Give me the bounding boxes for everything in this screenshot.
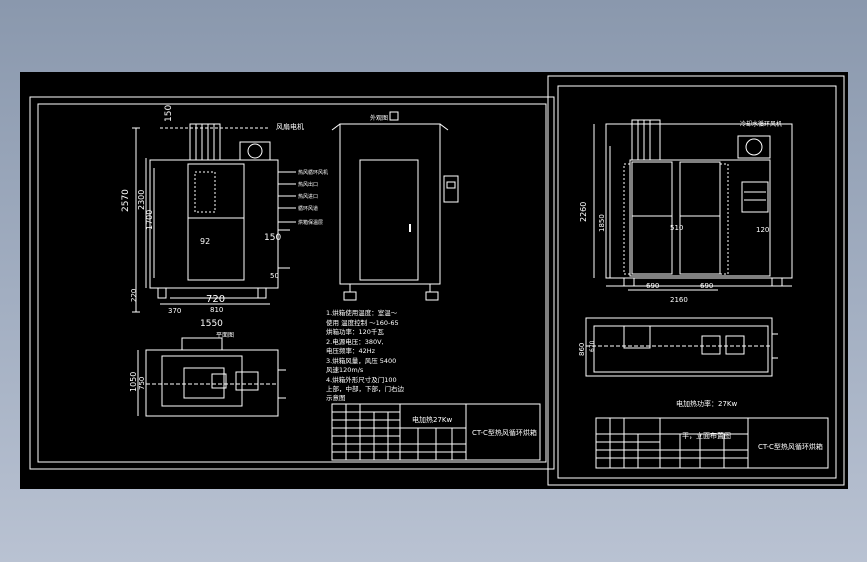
dim-2160: 2160 bbox=[670, 296, 688, 304]
left-front-view bbox=[132, 123, 296, 313]
technical-notes: 1.烘箱使用温度：室温～ 使用 温度控制 ～160-65 烘箱功率：120千瓦 … bbox=[326, 308, 405, 402]
note-line: 烘箱功率：120千瓦 bbox=[326, 327, 384, 336]
right-top-label: 冷却水循环风机 bbox=[740, 120, 782, 128]
fan-motor-label: 风扇电机 bbox=[276, 122, 304, 131]
right-title-subtitle: 平，立面布置图 bbox=[682, 431, 731, 440]
dim-2300: 2300 bbox=[137, 190, 146, 210]
dim-810: 810 bbox=[210, 306, 223, 314]
dim-2260: 2260 bbox=[579, 202, 588, 222]
dim-150-top: 150 bbox=[164, 105, 174, 122]
callout-5: 烘箱保温层 bbox=[298, 219, 323, 226]
left-title-block bbox=[331, 403, 541, 461]
left-side-view bbox=[331, 111, 459, 301]
dim-1550: 1550 bbox=[200, 319, 223, 329]
callout-1: 热风循环风机 bbox=[298, 169, 328, 176]
right-sheet-border bbox=[547, 75, 845, 486]
dim-690-a: 690 bbox=[646, 282, 659, 290]
dim-1700: 1700 bbox=[145, 210, 154, 230]
dim-1050: 1050 bbox=[129, 372, 138, 392]
callout-4: 循环风道 bbox=[298, 205, 318, 212]
note-line: 风速120m/s bbox=[326, 366, 364, 374]
dim-690-b: 690 bbox=[700, 282, 713, 290]
dim-370: 370 bbox=[168, 307, 181, 315]
callout-2: 热风出口 bbox=[298, 181, 318, 188]
right-plan-view bbox=[585, 317, 778, 377]
note-line: 3.烘箱风量，风压 5400 bbox=[326, 356, 396, 365]
dim-50: 50 bbox=[270, 272, 279, 280]
dim-670: 670 bbox=[589, 340, 596, 352]
dim-750: 750 bbox=[138, 377, 146, 390]
side-view-title: 外观图 bbox=[370, 114, 388, 122]
dim-220: 220 bbox=[130, 289, 138, 302]
dim-150-right: 150 bbox=[264, 233, 281, 243]
right-power-note: 电加热功率：27Kw bbox=[676, 399, 737, 408]
note-line: 2.电源电压：380V, bbox=[326, 337, 384, 346]
note-line: 示意图 bbox=[326, 393, 346, 402]
plan-view-title: 平面图 bbox=[216, 332, 234, 339]
cad-drawing: 150 风扇电机 2570 2300 1700 220 92 150 50 72… bbox=[29, 75, 845, 486]
left-sheet-border bbox=[29, 96, 555, 470]
dim-510: 510 bbox=[670, 224, 683, 232]
cad-drawing-area: 150 风扇电机 2570 2300 1700 220 92 150 50 72… bbox=[20, 72, 848, 489]
right-sheet-inner-border bbox=[557, 85, 837, 479]
dim-2570: 2570 bbox=[121, 189, 131, 212]
note-line: 上部，中部，下部，门右边 bbox=[326, 384, 405, 393]
right-front-view bbox=[593, 119, 793, 291]
right-title-block bbox=[595, 417, 829, 469]
dim-120: 120 bbox=[756, 226, 769, 234]
dim-860: 860 bbox=[578, 343, 586, 356]
note-line: 4.烘箱外形尺寸及门100 bbox=[326, 375, 397, 384]
note-line: 1.烘箱使用温度：室温～ bbox=[326, 308, 398, 317]
note-line: 电压频率：42Hz bbox=[326, 346, 376, 355]
left-title-model: CT-C型热风循环烘箱 bbox=[472, 428, 537, 437]
left-title-power: 电加热27Kw bbox=[412, 415, 452, 424]
callout-3: 热风进口 bbox=[298, 193, 318, 200]
note-line: 使用 温度控制 ～160-65 bbox=[326, 318, 399, 327]
dim-720: 720 bbox=[206, 294, 225, 305]
dim-92: 92 bbox=[200, 237, 210, 246]
right-title-model: CT-C型热风循环烘箱 bbox=[758, 442, 823, 451]
dim-1850: 1850 bbox=[598, 214, 606, 232]
left-plan-view bbox=[137, 337, 286, 417]
left-sheet-inner-border bbox=[37, 103, 547, 463]
